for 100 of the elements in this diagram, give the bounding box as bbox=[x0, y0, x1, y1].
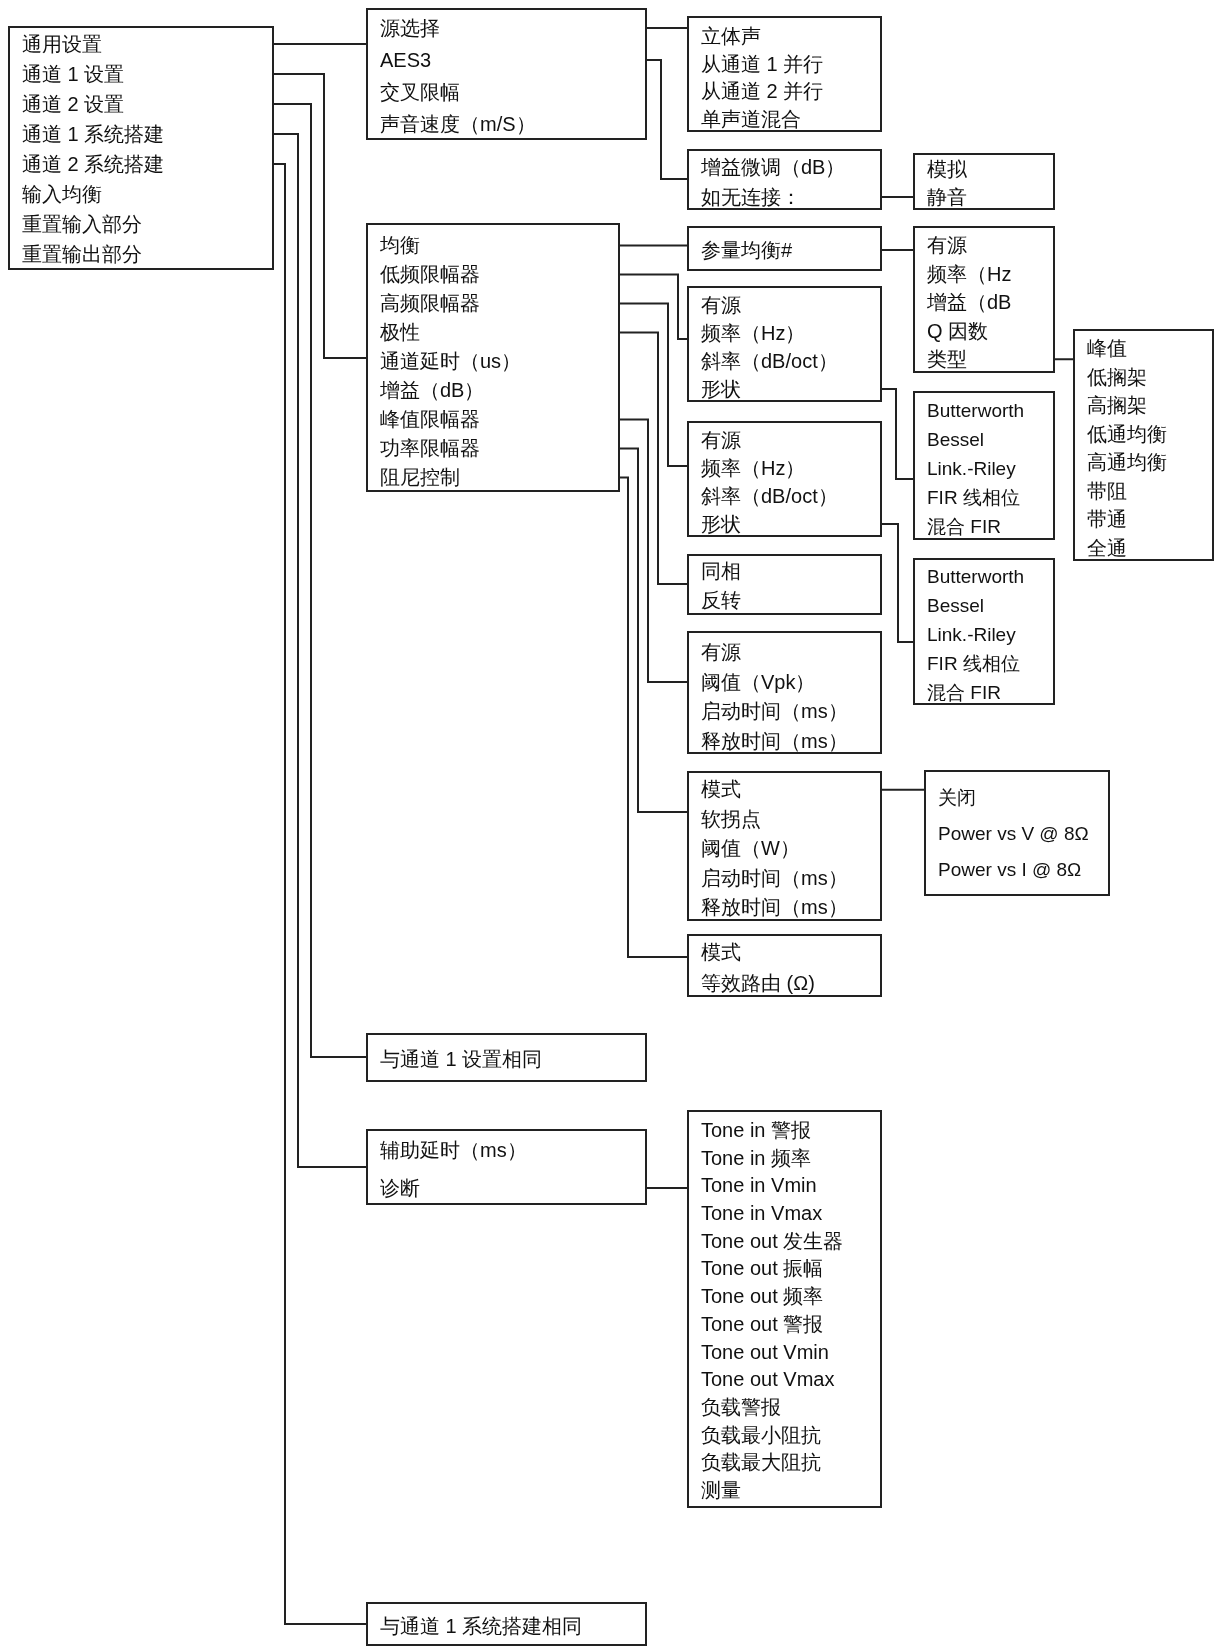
menu-item: 增益（dB bbox=[926, 290, 1013, 315]
menu-item: 全通 bbox=[1086, 535, 1128, 561]
menu-item: 从通道 1 并行 bbox=[700, 51, 825, 77]
menu-item: 有源 bbox=[700, 293, 742, 318]
menu-item: 释放时间（ms） bbox=[700, 895, 849, 920]
connector-line bbox=[881, 388, 914, 480]
menu-item: 带阻 bbox=[1086, 478, 1128, 504]
connector-line bbox=[881, 523, 914, 643]
menu-box bbox=[913, 226, 1055, 373]
menu-item: 启动时间（ms） bbox=[700, 699, 849, 724]
menu-item: Tone in Vmin bbox=[700, 1173, 818, 1199]
connector-line bbox=[619, 331, 688, 585]
menu-box bbox=[687, 286, 882, 402]
menu-item: 辅助延时（ms） bbox=[379, 1138, 528, 1163]
connector-line bbox=[881, 249, 914, 251]
menu-item: 峰值 bbox=[1086, 336, 1128, 361]
menu-item: Tone out Vmax bbox=[700, 1367, 836, 1393]
menu-item: 类型 bbox=[926, 347, 968, 372]
connector-line bbox=[619, 476, 688, 958]
menu-item: Tone in Vmax bbox=[700, 1201, 824, 1227]
menu-item: 等效路由 (Ω) bbox=[700, 971, 816, 996]
menu-box bbox=[687, 771, 882, 921]
menu-item: 带通 bbox=[1086, 507, 1128, 532]
menu-item: Link.-Riley bbox=[926, 457, 1017, 481]
menu-item: 静音 bbox=[926, 185, 968, 210]
menu-item: 源选择 bbox=[379, 16, 441, 41]
menu-item: 反转 bbox=[700, 588, 742, 613]
menu-item: 有源 bbox=[700, 428, 742, 453]
menu-box bbox=[913, 558, 1055, 705]
menu-item: Link.-Riley bbox=[926, 623, 1017, 647]
connector-line bbox=[619, 244, 688, 247]
menu-item: Tone in 警报 bbox=[700, 1118, 813, 1143]
menu-box bbox=[8, 26, 274, 270]
menu-item: 通道 1 系统搭建 bbox=[21, 122, 166, 147]
menu-item: Power vs I @ 8Ω bbox=[937, 858, 1083, 882]
menu-item: 测量 bbox=[700, 1477, 742, 1503]
menu-item: 负载最大阻抗 bbox=[700, 1450, 822, 1476]
menu-item: 混合 FIR bbox=[926, 515, 1002, 539]
menu-item: Bessel bbox=[926, 594, 986, 618]
menu-box bbox=[366, 1129, 647, 1205]
menu-item: 从通道 2 并行 bbox=[700, 79, 825, 104]
menu-box bbox=[913, 391, 1055, 540]
menu-item: 频率（Hz） bbox=[700, 456, 807, 481]
menu-item: 均衡 bbox=[379, 233, 421, 258]
menu-item: FIR 线相位 bbox=[926, 652, 1021, 676]
menu-item: 斜率（dB/oct） bbox=[700, 349, 839, 374]
connector-line bbox=[646, 27, 688, 29]
menu-item: Butterworth bbox=[926, 565, 1026, 589]
menu-box bbox=[687, 554, 882, 615]
menu-item: 立体声 bbox=[700, 24, 762, 49]
connector-line bbox=[273, 43, 367, 45]
menu-box bbox=[687, 226, 882, 271]
menu-item: FIR 线相位 bbox=[926, 486, 1021, 510]
menu-item: 如无连接： bbox=[700, 185, 802, 210]
menu-item: 增益（dB） bbox=[379, 378, 486, 403]
menu-item: 模式 bbox=[700, 777, 742, 802]
menu-box bbox=[1073, 329, 1214, 561]
menu-item: 通道 2 系统搭建 bbox=[21, 152, 166, 177]
connector-line bbox=[619, 418, 688, 683]
menu-item: 模拟 bbox=[926, 157, 968, 182]
menu-item: 低搁架 bbox=[1086, 364, 1148, 390]
menu-item: 混合 FIR bbox=[926, 681, 1002, 705]
menu-item: 通道 1 设置 bbox=[21, 62, 126, 87]
menu-item: 同相 bbox=[700, 559, 742, 584]
menu-item: 单声道混合 bbox=[700, 106, 802, 132]
menu-item: 交叉限幅 bbox=[379, 80, 461, 105]
menu-item: 形状 bbox=[700, 377, 742, 402]
menu-item: 关闭 bbox=[937, 786, 977, 810]
connector-line bbox=[273, 163, 367, 1625]
menu-item: 阻尼控制 bbox=[379, 465, 461, 490]
menu-box bbox=[687, 934, 882, 997]
menu-box bbox=[687, 1110, 882, 1508]
menu-item: 高搁架 bbox=[1086, 393, 1148, 418]
menu-item: 诊断 bbox=[379, 1176, 421, 1201]
menu-item: 形状 bbox=[700, 512, 742, 537]
menu-box bbox=[687, 421, 882, 537]
menu-item: 频率（Hz） bbox=[700, 321, 807, 346]
menu-item: 斜率（dB/oct） bbox=[700, 484, 839, 509]
connector-line bbox=[881, 788, 925, 791]
connector-line bbox=[619, 447, 688, 813]
menu-item: 高频限幅器 bbox=[379, 291, 481, 316]
menu-item: AES3 bbox=[379, 48, 433, 73]
menu-item: 负载警报 bbox=[700, 1394, 782, 1420]
menu-box bbox=[913, 153, 1055, 210]
menu-item: 启动时间（ms） bbox=[700, 865, 849, 891]
connector-line bbox=[646, 59, 688, 180]
menu-item: Tone in 频率 bbox=[700, 1145, 813, 1171]
connector-line bbox=[273, 73, 367, 359]
menu-item: Bessel bbox=[926, 428, 986, 452]
menu-item: 与通道 1 系统搭建相同 bbox=[379, 1614, 584, 1639]
menu-box bbox=[366, 8, 647, 140]
menu-item: 有源 bbox=[700, 640, 742, 665]
menu-item: Power vs V @ 8Ω bbox=[937, 822, 1090, 846]
menu-item: 通用设置 bbox=[21, 32, 103, 57]
menu-box bbox=[366, 1033, 647, 1082]
menu-item: 频率（Hz bbox=[926, 261, 1013, 287]
menu-item: 极性 bbox=[379, 320, 421, 345]
menu-item: 负载最小阻抗 bbox=[700, 1422, 822, 1448]
menu-item: Tone out 振幅 bbox=[700, 1256, 825, 1282]
connector-line bbox=[619, 273, 688, 340]
